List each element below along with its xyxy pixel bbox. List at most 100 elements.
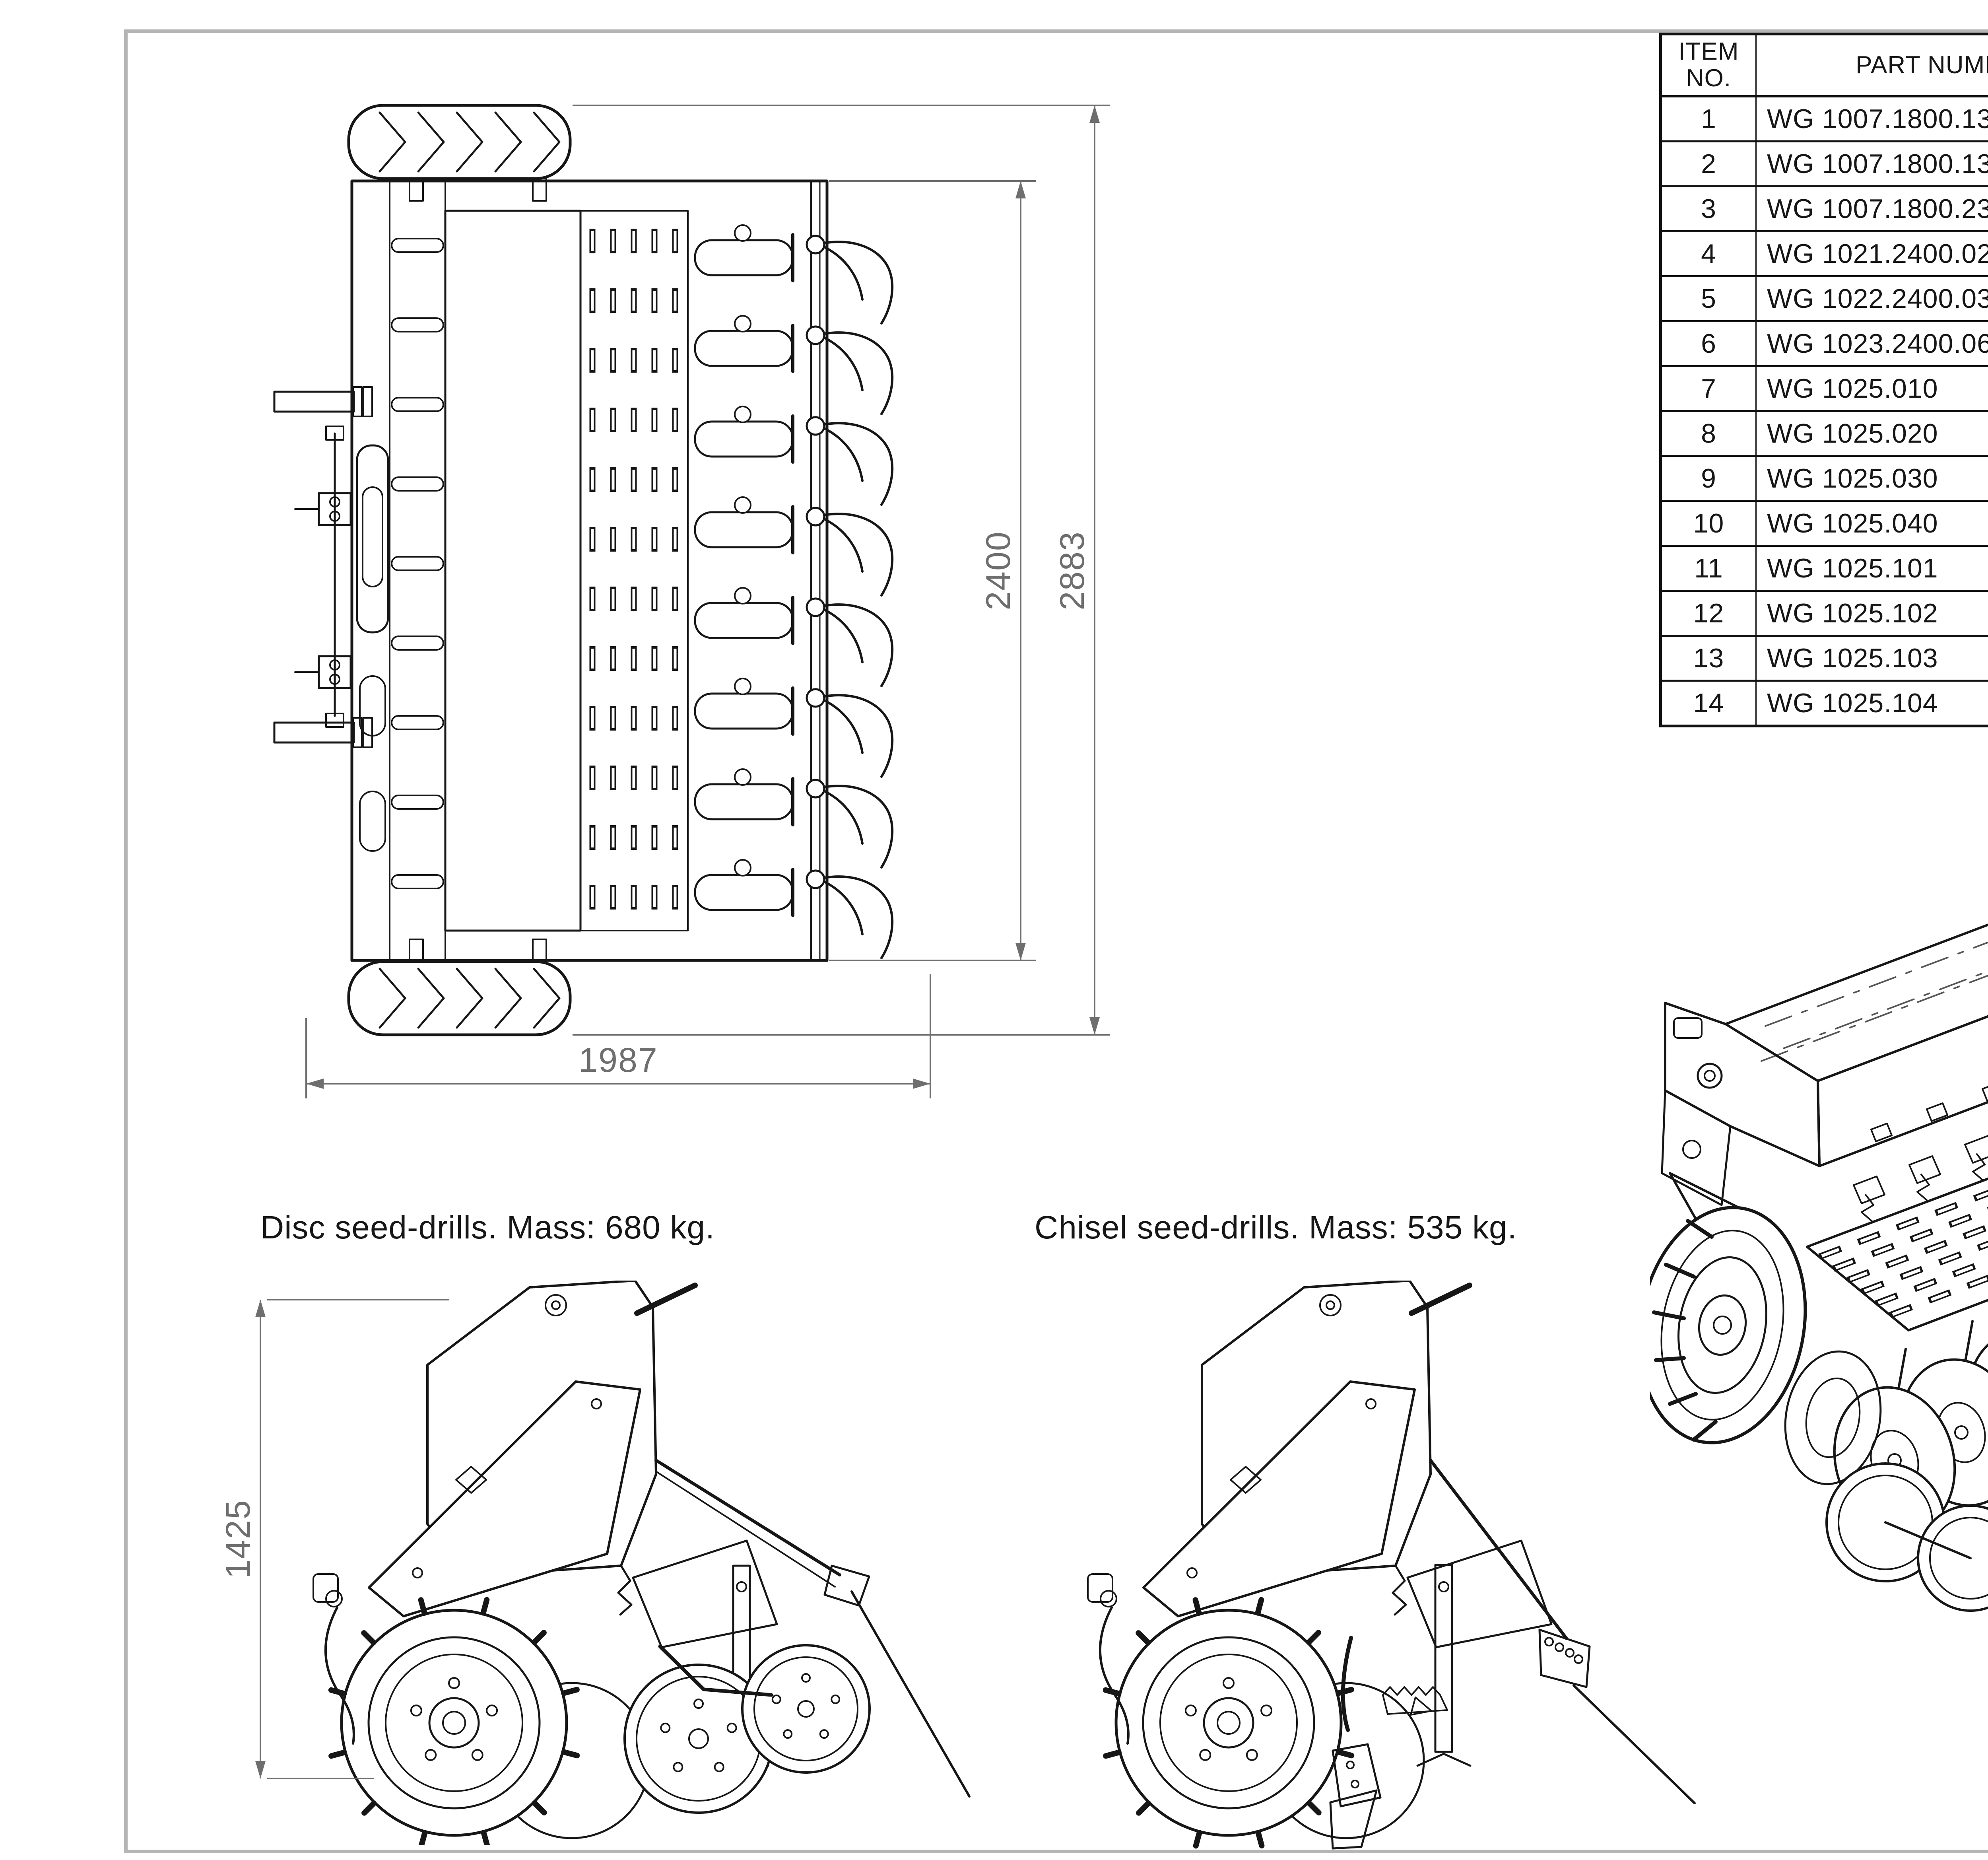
table-cell: 8 xyxy=(1660,410,1757,457)
paddle-nut xyxy=(734,587,751,604)
table-cell: 10 xyxy=(1660,500,1757,547)
trail-ripper-tine xyxy=(823,513,894,597)
tire-lug xyxy=(480,1597,490,1616)
table-cell: 14 xyxy=(1660,680,1757,727)
wheel-bolt xyxy=(486,1705,498,1717)
dimension-arrows xyxy=(306,105,1100,1089)
seed-unit-housing xyxy=(1908,1155,1941,1184)
paddle-nut xyxy=(734,678,751,695)
table-cell: WG 1025.101 xyxy=(1755,545,1988,592)
frame-rung xyxy=(391,238,444,253)
wheel-bolt xyxy=(471,1749,483,1761)
disc-side-dimension-lines xyxy=(255,1299,449,1779)
quadrant-plate xyxy=(1538,1629,1591,1688)
col-header-item-no: ITEM NO. xyxy=(1660,33,1757,97)
marker-rod xyxy=(850,1590,971,1798)
seed-unit-top xyxy=(1870,1123,1893,1142)
plan-top-tire xyxy=(347,104,572,180)
disc-side-generated-details xyxy=(328,1597,841,1845)
sowing-mechanism-paddle xyxy=(694,692,794,730)
paddle-nut xyxy=(734,315,751,332)
paddle-nut xyxy=(734,224,751,242)
wheel-bolt xyxy=(819,1729,829,1739)
seed-unit-top xyxy=(1926,1102,1948,1122)
frame-rung xyxy=(391,874,444,889)
trail-ripper-tine xyxy=(823,790,864,845)
wheel-bolt xyxy=(660,1722,671,1733)
table-cell: 3 xyxy=(1660,185,1757,232)
sowing-mechanism-paddle xyxy=(694,602,794,639)
seed-unit-housing xyxy=(1964,1135,1988,1164)
table-cell: WG 1021.2400.020 xyxy=(1755,230,1988,277)
tire-lug xyxy=(361,1630,377,1646)
marker-rod xyxy=(1573,1684,1696,1804)
tire-lug xyxy=(361,1800,377,1816)
wheel-bolt xyxy=(1184,1705,1197,1717)
seed-unit-top xyxy=(1982,1086,1988,1102)
tire-lug xyxy=(561,1687,580,1696)
tire-lug xyxy=(418,1830,428,1845)
sowing-mechanism-paddle xyxy=(694,874,794,911)
stand-leg xyxy=(1434,1564,1453,1753)
tire-lug xyxy=(1306,1800,1322,1815)
dimension-label-1987: 1987 xyxy=(579,1041,658,1079)
sowing-mechanism-paddle xyxy=(694,239,794,276)
plan-view-drawing: 2400 2883 1987 xyxy=(273,104,1110,1098)
table-row: 8WG 1025.020Left variator1 xyxy=(1660,410,1988,457)
frame-rung xyxy=(391,476,444,492)
wheel-bolt xyxy=(714,1762,724,1773)
table-cell: 12 xyxy=(1660,590,1757,637)
chisel-view-caption: Chisel seed-drills. Mass: 535 kg. xyxy=(1035,1209,1517,1246)
cover-plate xyxy=(1142,1380,1416,1617)
isometric-view-drawing xyxy=(1650,923,1988,1612)
tine-clamp xyxy=(806,869,825,889)
frame-rung xyxy=(391,556,444,571)
sowing-mechanism-paddle xyxy=(694,511,794,548)
parts-table-body: 1WG 1007.1800.130Sowing mechanism82WG 10… xyxy=(1660,95,1988,727)
lugged-wheel xyxy=(340,1609,568,1837)
press-wheel-2 xyxy=(741,1644,871,1774)
chisel-side-machine-lines xyxy=(1087,1281,1696,1850)
seed-unit-housing xyxy=(1853,1176,1885,1204)
tire-lug xyxy=(1336,1687,1354,1696)
hopper-lid xyxy=(1724,923,1988,1082)
tire-lug xyxy=(561,1749,580,1759)
disc-side-view-drawing: 1425 xyxy=(219,1281,971,1845)
sowing-mechanism-paddle xyxy=(694,330,794,367)
plan-frame-outline xyxy=(350,179,829,962)
plan-cover xyxy=(444,210,582,932)
plan-generated-details xyxy=(391,224,894,959)
wheel-bolt xyxy=(801,1673,811,1683)
tire-lug xyxy=(1336,1749,1355,1759)
trail-ripper-tine xyxy=(823,518,864,573)
tire-lug xyxy=(1103,1687,1122,1697)
table-cell: WG 1025.040 xyxy=(1755,500,1988,547)
wheel-bolt xyxy=(771,1694,781,1704)
trail-ripper-tine xyxy=(823,336,864,391)
chisel-side-view-drawing xyxy=(1087,1281,1696,1850)
paddle-nut xyxy=(734,406,751,423)
tire-lug xyxy=(531,1630,547,1645)
plan-board-slots xyxy=(589,229,678,913)
sowing-mechanism-paddle xyxy=(694,420,794,458)
trail-ripper-tine xyxy=(823,422,894,506)
tire-lug xyxy=(532,1800,547,1815)
wheel-bolt xyxy=(1260,1705,1273,1717)
trail-ripper-tine xyxy=(823,603,894,687)
col-header-item-line1: ITEM xyxy=(1678,38,1739,66)
sowing-mechanism-paddle xyxy=(694,783,794,820)
tine-clamp xyxy=(806,688,825,708)
wheel-bolt xyxy=(1223,1677,1235,1689)
table-row: 9WG 1025.030Left protector1 xyxy=(1660,455,1988,502)
tire-lug xyxy=(1255,1597,1264,1616)
table-cell: 6 xyxy=(1660,320,1757,367)
wheel-bolt xyxy=(425,1749,437,1761)
table-cell: 7 xyxy=(1660,365,1757,412)
table-cell: WG 1025.020 xyxy=(1755,410,1988,457)
frame-rung xyxy=(391,397,444,412)
iso-tire xyxy=(1650,1206,1807,1444)
paddle-nut xyxy=(734,859,751,877)
chisel-side-generated-details xyxy=(1103,1597,1355,1849)
